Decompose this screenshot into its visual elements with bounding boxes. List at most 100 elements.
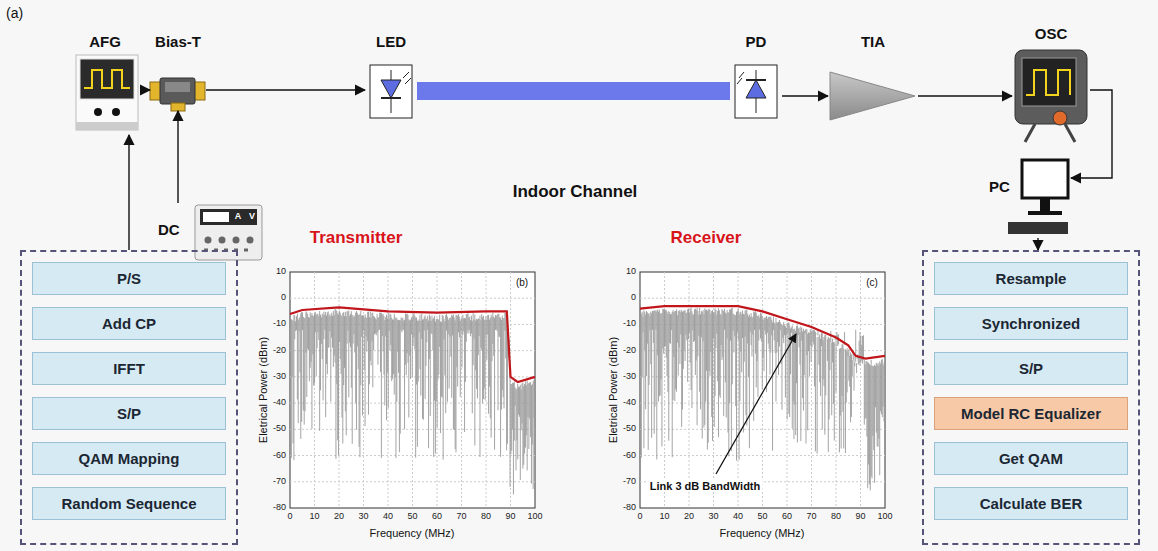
spectrum-trace <box>304 318 305 425</box>
spectrum-trace <box>674 311 675 401</box>
spectrum-trace <box>640 272 885 508</box>
spectrum-trace <box>645 314 646 409</box>
spectrum-trace <box>811 331 812 347</box>
pd-icon <box>746 79 766 81</box>
spectrum-trace <box>652 311 653 330</box>
spectrum-trace <box>763 318 764 371</box>
spectrum-trace <box>811 272 812 508</box>
spectrum-trace <box>774 322 775 340</box>
spectrum-trace <box>646 311 647 376</box>
spectrum-trace <box>643 310 644 448</box>
node-label: LED <box>365 33 417 50</box>
signal-arrow <box>177 111 178 203</box>
spectrum-trace <box>651 313 652 438</box>
process-step: QAM Mapping <box>32 442 226 475</box>
spectrum-trace <box>370 311 371 360</box>
spectrum-trace <box>503 318 504 397</box>
process-step: Add CP <box>32 307 226 340</box>
spectrum-trace <box>866 361 867 436</box>
spectrum-trace <box>383 314 384 351</box>
spectrum-trace <box>787 272 788 508</box>
spectrum-trace <box>492 317 493 361</box>
spectrum-trace <box>732 308 733 384</box>
spectrum-trace <box>467 313 468 330</box>
spectrum-trace <box>663 309 664 354</box>
text-label: Eletrical Power (dBm) <box>257 337 269 443</box>
spectrum-trace <box>759 318 760 330</box>
spectrum-trace <box>377 314 378 333</box>
spectrum-trace <box>425 319 426 366</box>
spectrum-trace <box>317 314 318 348</box>
spectrum-trace <box>482 317 483 403</box>
text-label: -60 <box>273 451 286 461</box>
spectrum-trace <box>653 311 654 343</box>
node-label: Get QAM <box>999 450 1063 467</box>
spectrum-trace <box>802 332 803 399</box>
process-step: Calculate BER <box>934 487 1128 520</box>
oscilloscope-icon <box>1026 70 1070 95</box>
spectrum-trace <box>290 272 535 508</box>
afg-icon <box>76 122 138 130</box>
spectrum-trace <box>442 315 443 398</box>
spectrum-trace <box>364 318 365 370</box>
spectrum-trace <box>300 313 301 439</box>
spectrum-trace <box>707 311 708 450</box>
spectrum-trace <box>872 366 873 436</box>
spectrum-trace <box>486 272 487 508</box>
spectrum-trace <box>340 313 341 360</box>
spectrum-trace <box>408 319 409 417</box>
spectrum-trace <box>502 316 503 391</box>
text-label: -20 <box>623 346 636 356</box>
spectrum-trace <box>395 319 396 458</box>
spectrum-trace <box>519 387 520 417</box>
spectrum-trace <box>783 322 784 343</box>
spectrum-trace <box>401 317 402 330</box>
spectrum-trace <box>314 314 315 384</box>
spectrum-trace <box>347 312 348 331</box>
spectrum-trace <box>818 337 819 365</box>
spectrum-trace <box>510 272 511 508</box>
spectrum-trace <box>712 310 713 441</box>
spectrum-trace <box>472 321 473 413</box>
spectrum-trace <box>504 313 505 331</box>
text-label: 90 <box>855 512 865 522</box>
spectrum-trace <box>297 313 298 399</box>
spectrum-trace <box>347 311 348 344</box>
spectrum-trace <box>473 320 474 339</box>
spectrum-trace <box>413 314 414 346</box>
spectrum-trace <box>361 316 362 337</box>
spectrum-trace <box>817 337 818 454</box>
led-icon <box>370 65 412 118</box>
spectrum-trace <box>516 389 517 441</box>
text-label: -80 <box>273 503 286 513</box>
node-label: DC <box>158 221 180 238</box>
spectrum-trace <box>686 313 687 341</box>
spectrum-trace <box>790 329 791 375</box>
spectrum-trace <box>685 310 686 361</box>
spectrum-trace <box>353 315 354 334</box>
spectrum-trace <box>477 319 478 398</box>
spectrum-trace <box>873 366 874 450</box>
spectrum-trace <box>662 309 663 349</box>
spectrum-trace <box>786 328 787 335</box>
spectrum-trace <box>834 342 835 440</box>
node-label: IFFT <box>113 360 145 377</box>
spectrum-trace <box>453 314 454 429</box>
spectrum-trace <box>341 315 342 374</box>
spectrum-trace <box>850 352 851 422</box>
spectrum-trace <box>856 363 857 373</box>
spectrum-trace <box>489 320 490 387</box>
spectrum-trace <box>806 329 807 355</box>
spectrum-trace <box>749 315 750 449</box>
spectrum-trace <box>363 272 364 508</box>
spectrum-trace <box>522 383 523 423</box>
spectrum-trace <box>683 311 684 369</box>
spectrum-trace <box>642 312 643 378</box>
spectrum-trace <box>306 312 307 397</box>
spectrum-trace <box>776 322 777 352</box>
spectrum-trace <box>366 318 367 351</box>
spectrum-trace <box>461 272 462 508</box>
spectrum-trace <box>444 321 445 375</box>
spectrum-trace <box>400 320 401 434</box>
spectrum-trace <box>500 318 501 457</box>
